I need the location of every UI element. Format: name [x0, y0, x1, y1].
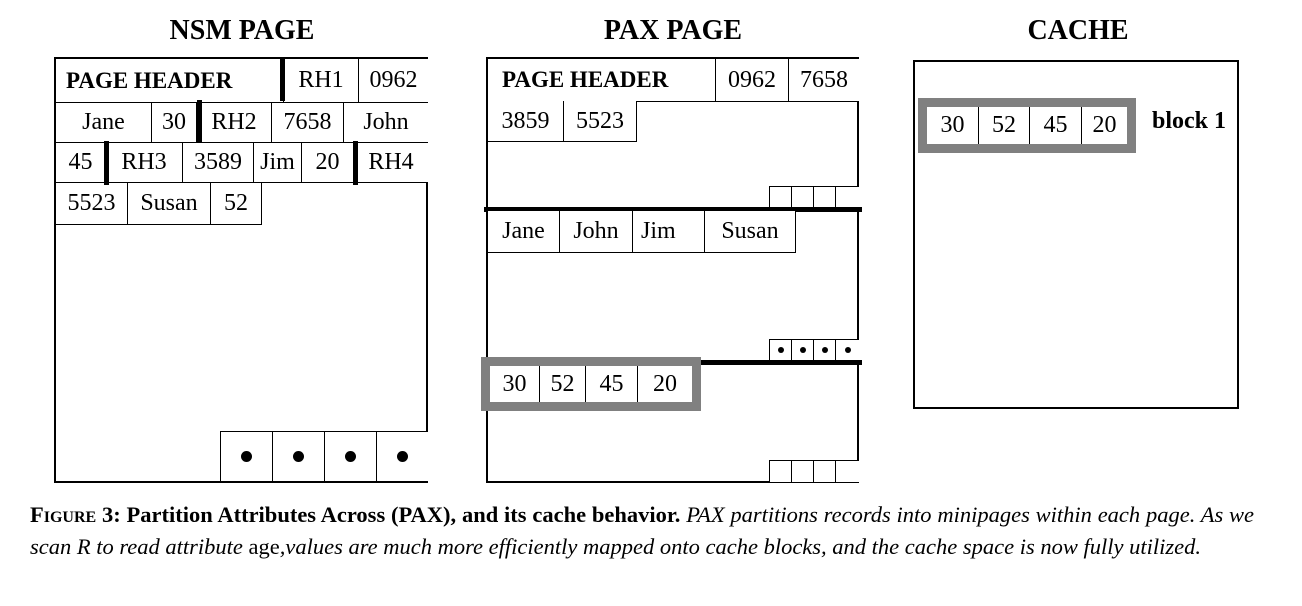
- pax-value-7658: 7658: [788, 59, 859, 102]
- pax-minipage1-value: 5523: [563, 101, 637, 142]
- nsm-offset-slot: [376, 431, 428, 481]
- nsm-value-0962: 0962: [358, 59, 428, 103]
- pointer-dot-icon: [777, 347, 784, 353]
- pax-presence-slot: [813, 186, 836, 208]
- nsm-age-52: 52: [210, 182, 262, 225]
- nsm-age-20: 20: [301, 142, 354, 183]
- cache-block-label: block 1: [1152, 108, 1227, 134]
- nsm-age-45: 45: [56, 142, 106, 183]
- pax-minipage3-value: 30: [490, 366, 540, 402]
- pax-minipage1-value: 3859: [488, 101, 564, 142]
- nsm-name-john: John: [343, 102, 428, 143]
- pax-minipage3-value: 20: [653, 370, 677, 397]
- nsm-rh4: RH4: [353, 142, 428, 183]
- cache-title: CACHE: [1027, 15, 1129, 46]
- pax-page-header: PAGE HEADER: [488, 59, 716, 102]
- nsm-value-3589: 3589: [182, 142, 254, 183]
- pax-presence-slot: [835, 339, 859, 361]
- pointer-dot-icon: [397, 451, 408, 462]
- pax-minipage-separator: [484, 207, 862, 212]
- nsm-name-jim: Jim: [253, 142, 302, 183]
- caption-title: Partition Attributes Across (PAX), and i…: [126, 502, 681, 527]
- pax-minipage2-value: Jim: [632, 211, 705, 253]
- nsm-rh3: RH3: [105, 142, 183, 183]
- pax-page-title: PAX PAGE: [603, 15, 743, 46]
- cache-block-value: 52: [979, 107, 1030, 144]
- caption-figure-label: Figure 3:: [30, 502, 121, 527]
- pax-presence-slot: [835, 186, 859, 208]
- nsm-value-5523: 5523: [56, 182, 128, 225]
- pointer-dot-icon: [799, 347, 806, 353]
- pax-presence-slot: [769, 186, 792, 208]
- cache-box: [913, 60, 1239, 409]
- nsm-value-7658: 7658: [271, 102, 344, 143]
- caption-text-continued: ,values are much more efficiently mapped…: [279, 533, 1201, 559]
- figure-caption: Figure 3: Partition Attributes Across (P…: [30, 499, 1254, 562]
- pax-presence-slot: [769, 460, 792, 482]
- nsm-rh2: RH2: [196, 102, 272, 143]
- cache-block-value: 30: [927, 107, 979, 144]
- pax-minipage3-value: 45: [586, 366, 638, 402]
- pax-minipage2-value: Susan: [704, 211, 796, 253]
- cache-block-value: 20: [1092, 112, 1117, 138]
- pointer-dot-icon: [844, 347, 851, 353]
- nsm-record-separator: [104, 141, 109, 185]
- pax-value-0962: 0962: [715, 59, 789, 102]
- pax-minipage2-value: John: [559, 211, 633, 253]
- pax-page: PAGE HEADER 0962 7658 3859 5523 Jane Joh…: [484, 57, 862, 483]
- pax-presence-slot: [791, 339, 814, 361]
- nsm-page: PAGE HEADER RH1 0962 Jane 30 RH2 7658 Jo…: [54, 57, 428, 483]
- pointer-dot-icon: [241, 451, 252, 462]
- nsm-offset-slot: [324, 431, 377, 481]
- pointer-dot-icon: [293, 451, 304, 462]
- pax-minipage-separator: [688, 360, 862, 365]
- nsm-record-separator: [197, 100, 202, 143]
- nsm-page-title: NSM PAGE: [169, 15, 315, 46]
- nsm-name-jane: Jane: [56, 102, 152, 143]
- caption-text: PAX partitions records into minipages wi…: [30, 502, 1254, 559]
- pax-presence-slot: [791, 186, 814, 208]
- nsm-name-susan: Susan: [127, 182, 211, 225]
- nsm-offset-slot: [272, 431, 325, 481]
- pax-minipage2-value: Jane: [488, 211, 560, 253]
- nsm-record-separator: [353, 141, 358, 185]
- cache-block: 30 52 45 20: [918, 98, 1136, 153]
- pointer-dot-icon: [345, 451, 356, 462]
- nsm-age-30: 30: [151, 102, 197, 143]
- nsm-rh1: RH1: [283, 59, 359, 103]
- pax-presence-slot: [769, 339, 792, 361]
- pax-presence-slot: [791, 460, 814, 482]
- caption-attribute: age: [248, 533, 280, 559]
- pax-age-minipage-highlight: 30 52 45 20: [481, 357, 701, 411]
- pointer-dot-icon: [821, 347, 828, 353]
- pax-presence-slot: [813, 460, 836, 482]
- pax-presence-slot: [835, 460, 859, 482]
- pax-minipage3-value: 52: [540, 366, 586, 402]
- nsm-record-separator: [280, 57, 285, 101]
- nsm-page-header: PAGE HEADER: [56, 59, 284, 103]
- cache-block-value: 45: [1030, 107, 1082, 144]
- nsm-offset-slot: [220, 431, 273, 481]
- pax-presence-slot: [813, 339, 836, 361]
